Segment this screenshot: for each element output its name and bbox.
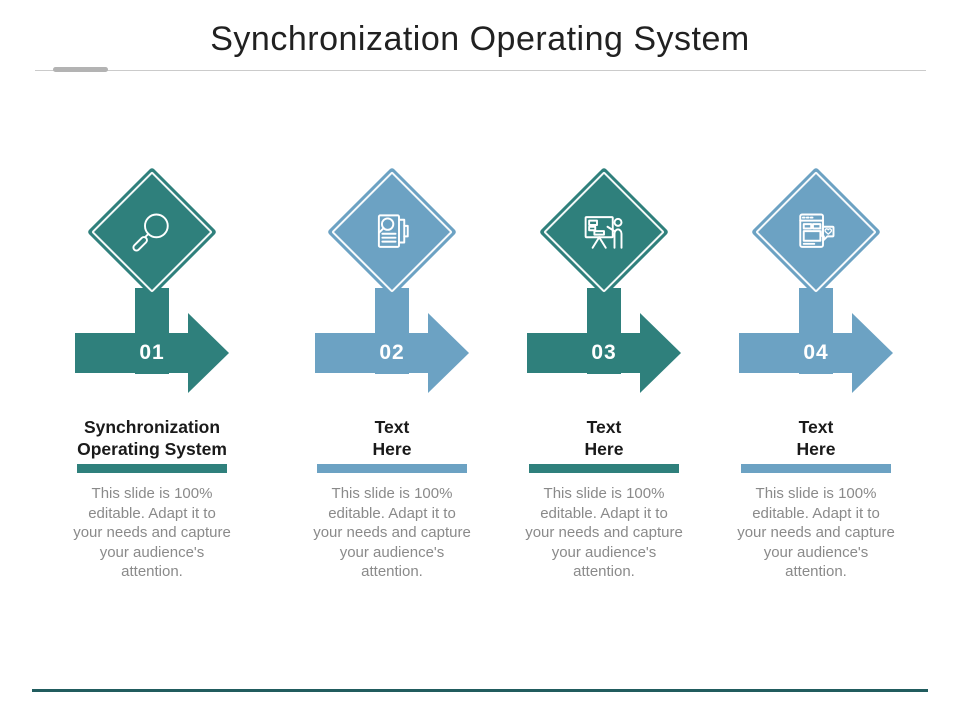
- diamond-shape: [538, 166, 670, 298]
- step-heading: Synchronization Operating System: [42, 416, 262, 460]
- step-text-block: Synchronization Operating System This sl…: [42, 416, 262, 582]
- search-icon: [132, 213, 169, 252]
- step-text-block: Text Here This slide is 100% editable. A…: [282, 416, 502, 582]
- step-heading-line2: Operating System: [77, 439, 227, 459]
- slide-title: Synchronization Operating System: [210, 20, 750, 58]
- step-number: 01: [139, 341, 165, 364]
- step-heading-line2: Here: [796, 439, 836, 459]
- step-heading-line2: Here: [372, 439, 412, 459]
- arrow-head: [640, 313, 681, 393]
- footer-accent-line: [32, 689, 928, 692]
- step-heading-line1: Text: [586, 417, 622, 437]
- arrow-shaft: [739, 333, 852, 373]
- step-heading: Text Here: [494, 416, 714, 460]
- presentation-trainer-icon: [584, 216, 623, 249]
- title-separator-line: [35, 70, 926, 71]
- step-heading-line1: Text: [374, 417, 410, 437]
- diamond-shape: [86, 166, 218, 298]
- process-step-3: 03 Text Here This slide is 100% editable…: [494, 165, 714, 595]
- step-heading-line2: Here: [584, 439, 624, 459]
- step-number: 03: [591, 341, 617, 364]
- arrow-shaft: [527, 333, 640, 373]
- heading-underline-bar: [77, 464, 227, 473]
- step-heading: Text Here: [282, 416, 502, 460]
- step-heading-line1: Synchronization: [83, 417, 221, 437]
- arrow-head: [428, 313, 469, 393]
- step-number: 04: [803, 341, 829, 364]
- title-separator-accent: [53, 67, 108, 72]
- heading-underline-bar: [317, 464, 467, 473]
- diamond-shape: [326, 166, 458, 298]
- step-number: 02: [379, 341, 405, 364]
- arrow-head: [188, 313, 229, 393]
- heading-underline-bar: [741, 464, 891, 473]
- step-description: This slide is 100% editable. Adapt it to…: [73, 485, 231, 580]
- step-heading-line1: Text: [798, 417, 834, 437]
- document-research-icon: [377, 214, 409, 248]
- step-description: This slide is 100% editable. Adapt it to…: [313, 485, 471, 580]
- diamond-shape: [750, 166, 882, 298]
- arrow-shaft: [315, 333, 428, 373]
- process-step-1: 01 Synchronization Operating System This…: [42, 165, 262, 595]
- process-step-4: 04 Text Here This slide is 100% editable…: [706, 165, 926, 595]
- step-heading: Text Here: [706, 416, 926, 460]
- step-text-block: Text Here This slide is 100% editable. A…: [706, 416, 926, 582]
- arrow-shaft: [75, 333, 188, 373]
- web-feedback-icon: [799, 213, 835, 248]
- heading-underline-bar: [529, 464, 679, 473]
- arrow-head: [852, 313, 893, 393]
- process-step-2: 02 Text Here This slide is 100% editable…: [282, 165, 502, 595]
- step-description: This slide is 100% editable. Adapt it to…: [525, 485, 683, 580]
- step-description: This slide is 100% editable. Adapt it to…: [737, 485, 895, 580]
- step-text-block: Text Here This slide is 100% editable. A…: [494, 416, 714, 582]
